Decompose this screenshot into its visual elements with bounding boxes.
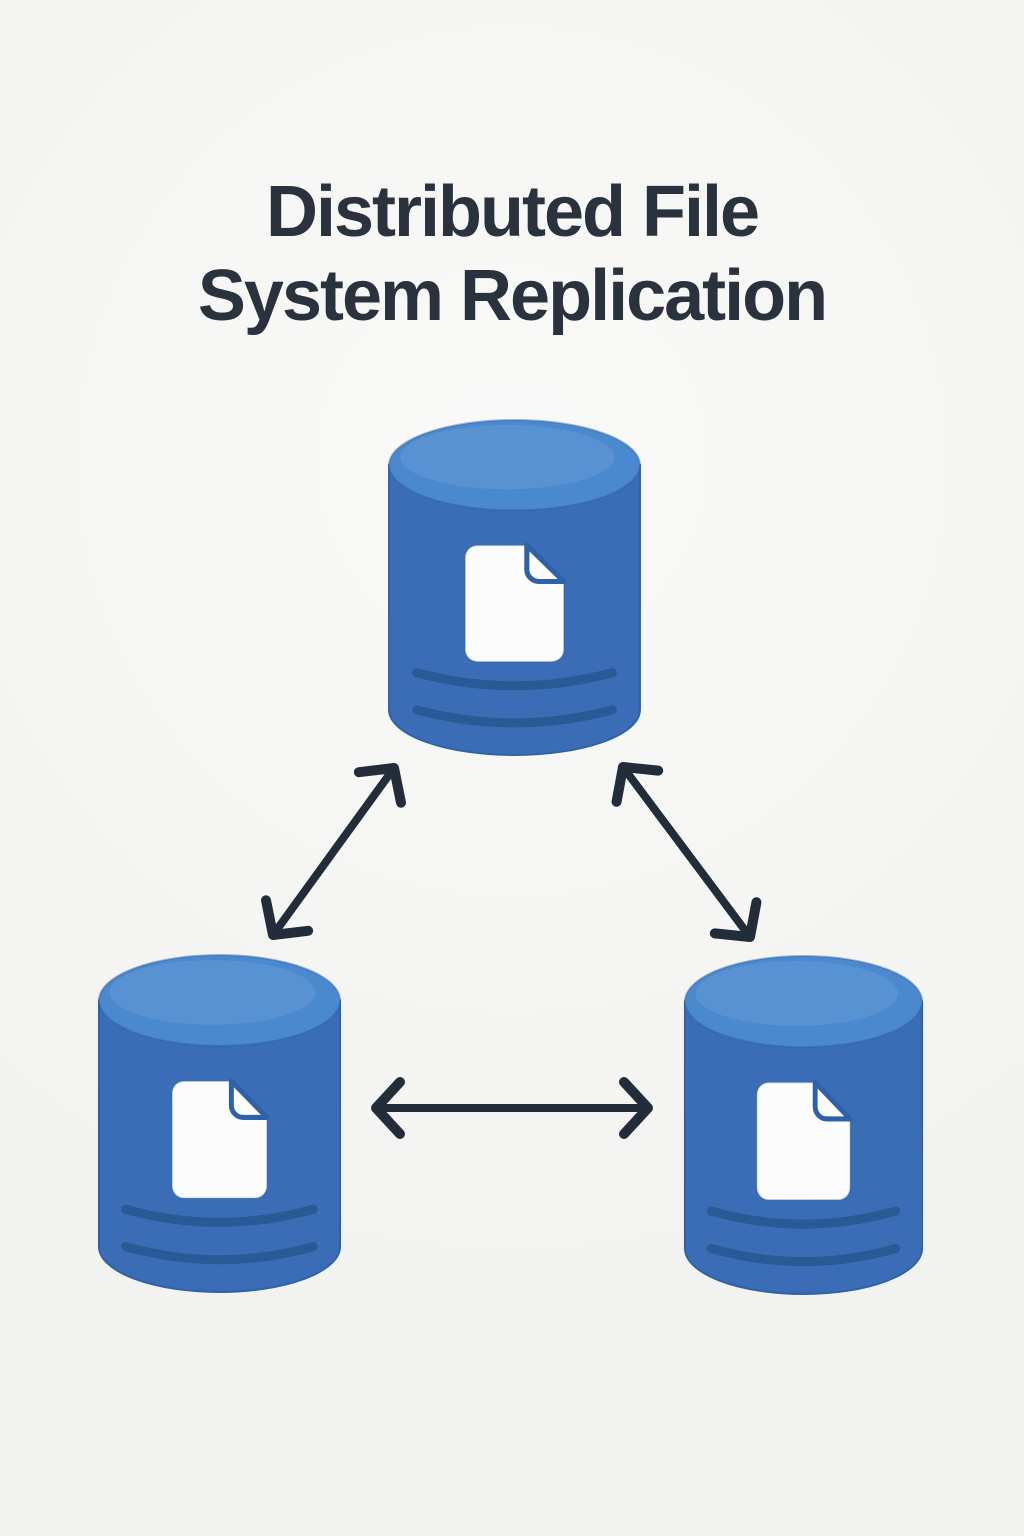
arrow-shaft [619,763,754,941]
arrow-shaft [269,764,398,939]
page-title: Distributed File System Replication [0,170,1024,338]
arrow-top-to-bottom-left [252,753,415,950]
page-title-line-1: Distributed File [265,172,760,252]
database-node-top [389,420,640,755]
arrow-top-to-bottom-right [602,751,771,952]
arrow-bottom-left-to-bottom-right [376,1082,648,1134]
database-node-bottom-left [99,955,340,1292]
database-node-bottom-right [685,956,922,1294]
page-title-line-2: System Replication [197,256,828,336]
